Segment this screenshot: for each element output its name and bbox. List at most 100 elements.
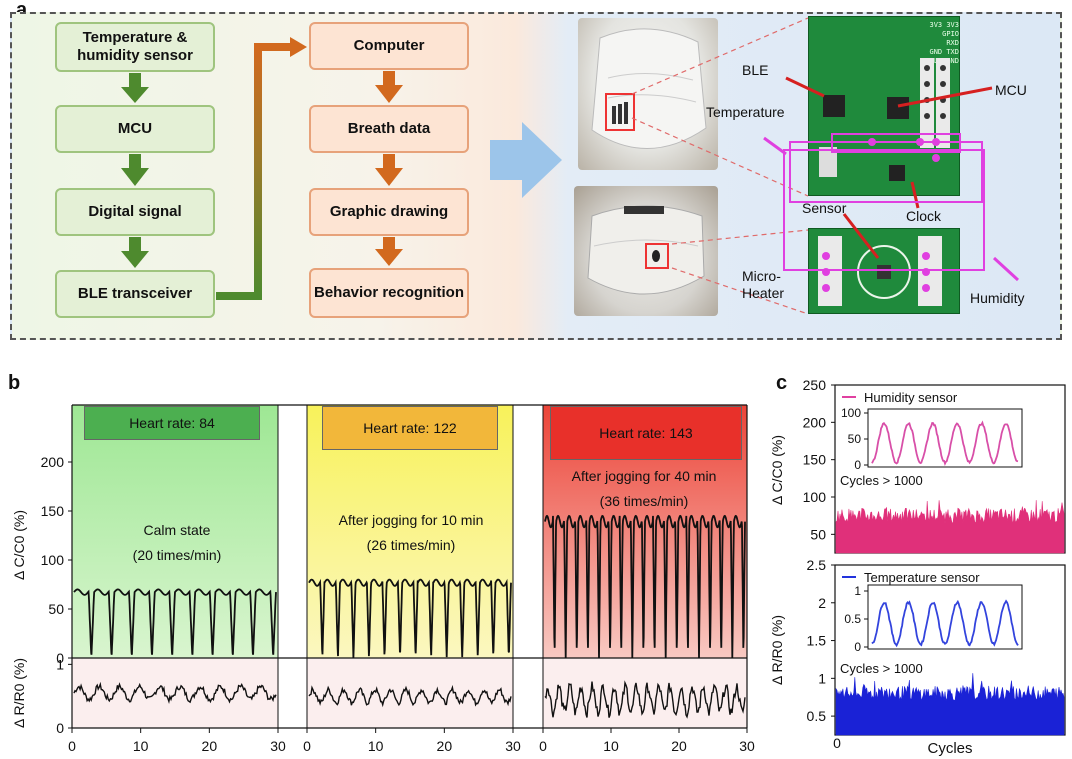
b-xtick-1-10: 10: [368, 738, 384, 754]
b-xtick-2-10: 10: [603, 738, 619, 754]
b-ytick-top-0: 0: [56, 650, 64, 666]
green-down-arrows: [121, 73, 149, 268]
flow-box-behavior-recognition: Behavior recognition: [309, 268, 469, 318]
heart-rate-badge-jog10: Heart rate: 122: [322, 406, 498, 450]
zoom-lines: [631, 17, 809, 315]
b-breath-line-1: [308, 578, 512, 659]
b-breath-line-0: [73, 588, 277, 655]
c-bottom-inset-ytick-1: 1: [854, 584, 861, 598]
c-top-inset-ytick-0: 0: [854, 458, 861, 472]
b-xtick-2-20: 20: [671, 738, 687, 754]
state-rate-calm: (20 times/min): [132, 547, 222, 564]
b-xtick-2-30: 30: [739, 738, 755, 754]
flow-box-digital-signal: Digital signal: [55, 188, 215, 236]
c-bottom-ytick-2: 2: [818, 595, 826, 611]
b-xtick-1-20: 20: [437, 738, 453, 754]
c-bottom-noise-area: [835, 673, 1065, 736]
c-ylabel-bottom: Δ R/R0 (%): [769, 615, 785, 685]
b-xtick-1-30: 30: [505, 738, 521, 754]
b-breath-line-2: [544, 514, 746, 659]
c-bottom-ytick-0.5: 0.5: [807, 708, 827, 724]
state-label-jog10: After jogging for 10 min: [338, 512, 484, 528]
label-sensor: Sensor: [802, 200, 847, 216]
state-note-jog40: After jogging for 40 min (36 times/min): [546, 464, 742, 514]
flow-box-mcu: MCU: [55, 105, 215, 153]
b-temp-line-1: [308, 684, 512, 708]
c-top-inset-frame: [867, 408, 1023, 468]
b-temp-line-0: [73, 681, 277, 705]
c-top-inset-ytick-100: 100: [841, 406, 861, 420]
c-top-ytick-50: 50: [810, 526, 826, 542]
flow-arrows: [121, 37, 562, 300]
c-top-ytick-200: 200: [803, 414, 827, 430]
c-bottom-inset-ytick-0: 0: [854, 640, 861, 654]
label-clock: Clock: [906, 208, 942, 224]
flow-box-sensor: Temperature & humidity sensor: [55, 22, 215, 72]
b-ytick-top-50: 50: [48, 601, 64, 617]
ble-to-computer-connector: [216, 43, 292, 300]
label-temperature: Temperature: [706, 104, 785, 120]
mask-front-photo: [578, 18, 718, 170]
c-top-noise-area: [835, 500, 1065, 554]
flow-box-ble-transceiver: BLE transceiver: [55, 270, 215, 318]
panel-label-c: c: [776, 372, 788, 394]
orange-down-arrows: [375, 71, 403, 266]
b-xtick-0-0: 0: [68, 738, 76, 754]
b-ytick-bottom-1: 1: [56, 656, 64, 672]
state-label-calm: Calm state: [143, 522, 211, 538]
c-top-inset-ytick-50: 50: [848, 432, 862, 446]
pcb-connector: [819, 147, 837, 177]
b-xtick-0-10: 10: [133, 738, 149, 754]
c-bottom-ytick-2.5: 2.5: [807, 557, 827, 573]
label-micro-heater: Micro-Heater: [742, 268, 785, 301]
sensor-chip: [877, 265, 891, 279]
pcb-silk-line-3: GND TXD: [929, 48, 959, 56]
c-top-ytick-100: 100: [803, 489, 827, 505]
panel-label-b: b: [8, 372, 21, 394]
red-pointers: [785, 76, 993, 259]
b-ytick-top-100: 100: [41, 552, 65, 568]
state-note-jog10: After jogging for 10 min (26 times/min): [316, 508, 506, 558]
c-bottom-ytick-1.5: 1.5: [807, 633, 827, 649]
label-mcu: MCU: [995, 82, 1027, 98]
legend-humidity: Humidity sensor: [864, 390, 958, 405]
b-xtick-0-20: 20: [202, 738, 218, 754]
c-top-ytick-250: 250: [803, 377, 827, 393]
c-bottom-ytick-1: 1: [818, 670, 826, 686]
c-top-cycles-note: Cycles > 1000: [840, 473, 923, 488]
legend-temperature: Temperature sensor: [864, 570, 980, 585]
c-top-ytick-150: 150: [803, 452, 827, 468]
c-xlabel: Cycles: [927, 740, 972, 757]
mask-inside-drawing: [587, 205, 705, 295]
c-bottom-cycles-note: Cycles > 1000: [840, 661, 923, 676]
heart-rate-badge-calm: Heart rate: 84: [84, 406, 260, 440]
b-ytick-top-150: 150: [41, 503, 65, 519]
heart-rate-badge-jog40: Heart rate: 143: [550, 406, 742, 460]
magenta-pins: [822, 138, 940, 292]
flow-box-breath-data: Breath data: [309, 105, 469, 153]
pcb-top-board: 3V3 3V3 GPIO RXD GND TXD CLK GND: [808, 16, 960, 196]
c-ylabel-top: Δ C/C0 (%): [769, 435, 785, 505]
c-bottom-inset-frame: [867, 584, 1023, 650]
heater-ring: [857, 245, 911, 299]
label-ble: BLE: [742, 62, 769, 78]
state-rate-jog10: (26 times/min): [366, 537, 456, 554]
state-rate-jog40: (36 times/min): [599, 493, 689, 510]
pcb-silk-line-1: 3V3 3V3: [929, 21, 959, 29]
state-label-jog40: After jogging for 40 min: [571, 468, 717, 484]
b-ytick-bottom-0: 0: [56, 720, 64, 736]
state-bg-calm: [72, 405, 278, 658]
c-bottom-inset-line: [871, 599, 1019, 648]
b-temp-line-2: [544, 680, 746, 719]
big-blue-arrow: [490, 122, 562, 198]
c-bottom-inset-ytick-0.5: 0.5: [844, 612, 861, 626]
magenta-boxes: [783, 133, 985, 271]
c-top-inset-line: [871, 420, 1019, 467]
b-ylabel-top: Δ C/C0 (%): [11, 510, 27, 580]
flow-box-computer: Computer: [309, 22, 469, 70]
state-note-calm: Calm state (20 times/min): [92, 518, 262, 568]
pcb-silk-line-2: GPIO RXD: [942, 30, 959, 47]
temperature-pointer: [763, 136, 787, 156]
